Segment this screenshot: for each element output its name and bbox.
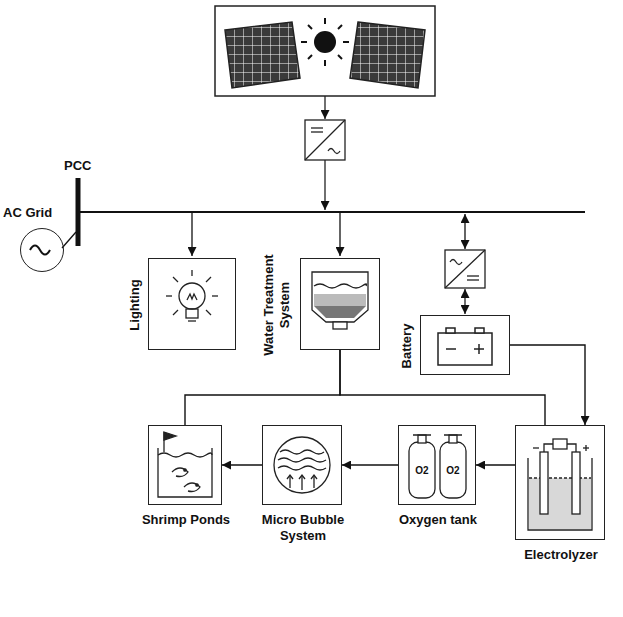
flow-connector — [510, 345, 585, 425]
component-box: Lighting — [148, 258, 236, 350]
component-box: Shrimp Ponds — [148, 425, 222, 505]
pond-icon — [158, 432, 212, 497]
gas-label: O2 — [415, 465, 428, 476]
component-box: Oxygen tank — [398, 425, 476, 505]
flow-connector — [342, 464, 398, 465]
bulb-icon — [166, 270, 218, 321]
component-box: AC Grid — [20, 228, 64, 272]
solar-array — [215, 6, 435, 96]
component-label: Water Treatment System — [261, 247, 293, 363]
bus-label: PCC — [64, 158, 91, 173]
component-box: Electrolyzer — [515, 425, 605, 540]
component-label: AC Grid — [3, 205, 83, 221]
component-label: Battery — [399, 306, 415, 386]
component-label: Micro Bubble System — [251, 512, 355, 544]
inverter-symbol — [305, 96, 345, 210]
bubble-icon — [274, 437, 330, 493]
flow-connector — [222, 464, 262, 465]
flow-connector — [476, 464, 515, 465]
component-box: Micro Bubble System — [262, 425, 342, 505]
component-label: Oxygen tank — [383, 512, 493, 528]
converter-symbol — [445, 250, 485, 314]
component-box: Battery — [420, 315, 510, 375]
flow-connector — [185, 350, 340, 425]
flow-connector — [340, 350, 545, 425]
component-box: Water Treatment System — [300, 258, 380, 350]
ac-bus — [30, 178, 585, 256]
gas-label: O2 — [446, 465, 459, 476]
component-label: Shrimp Ponds — [131, 512, 241, 528]
component-label: Lighting — [127, 255, 143, 355]
battery-icon — [438, 328, 492, 365]
oxygen-cylinders — [409, 435, 466, 498]
component-label: Electrolyzer — [509, 547, 613, 563]
filter-tank-icon — [312, 272, 368, 329]
electrolyzer-icon — [528, 439, 592, 530]
